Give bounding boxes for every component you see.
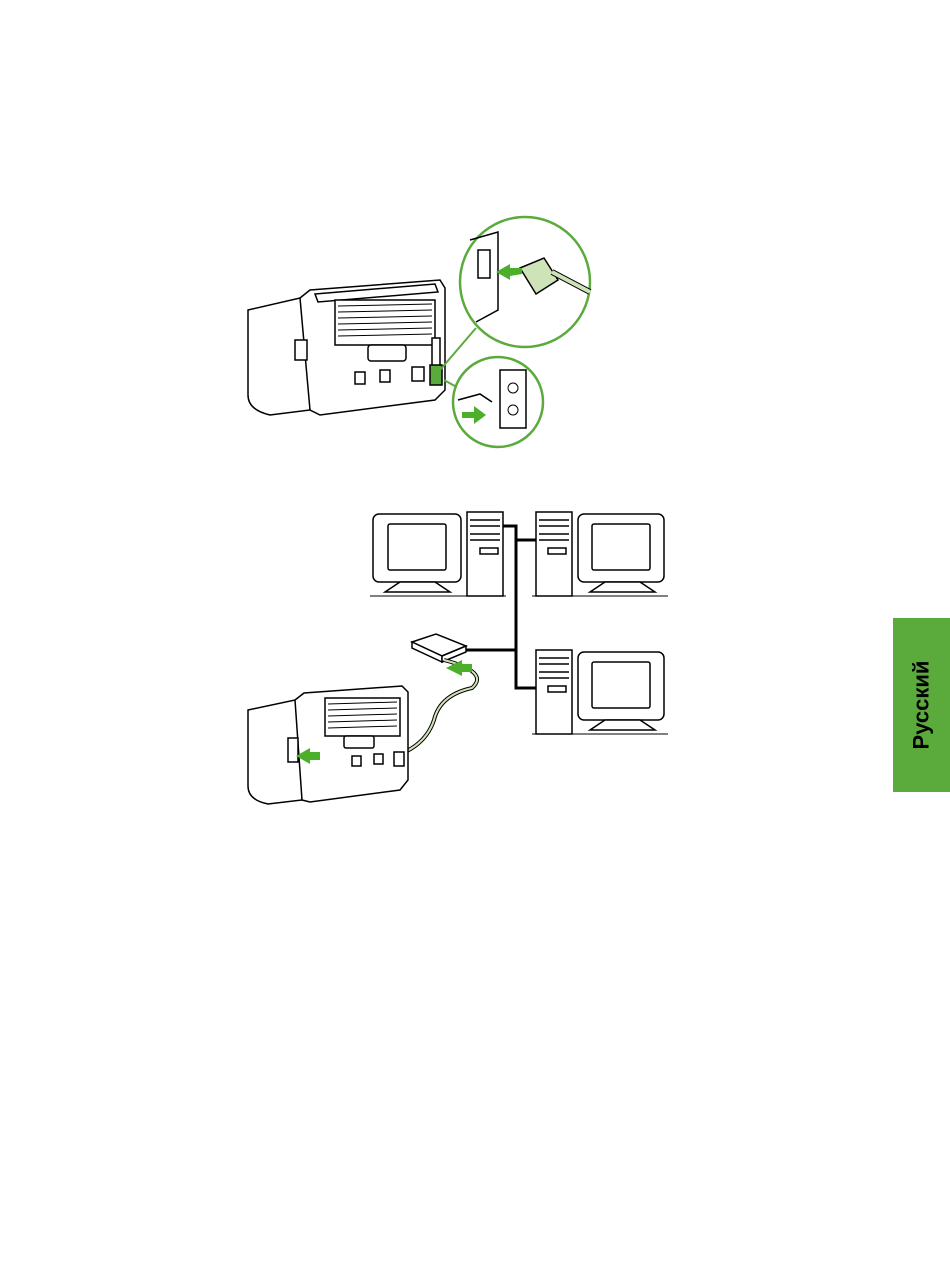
language-tab: Русский	[893, 618, 950, 792]
network-hub-icon	[412, 634, 466, 662]
printer-rear-icon	[248, 686, 408, 804]
language-tab-label: Русский	[909, 661, 935, 750]
network-connection-illustration	[240, 500, 670, 810]
printer-rear-icon	[248, 280, 445, 415]
power-connection-illustration	[240, 210, 600, 455]
computer-icon	[532, 650, 668, 734]
power-connection-figure	[240, 210, 600, 455]
wall-outlet-icon	[453, 357, 543, 447]
computer-icon	[370, 512, 506, 596]
power-socket-icon	[460, 217, 590, 347]
computer-icon	[532, 512, 668, 596]
network-connection-figure	[240, 500, 670, 810]
